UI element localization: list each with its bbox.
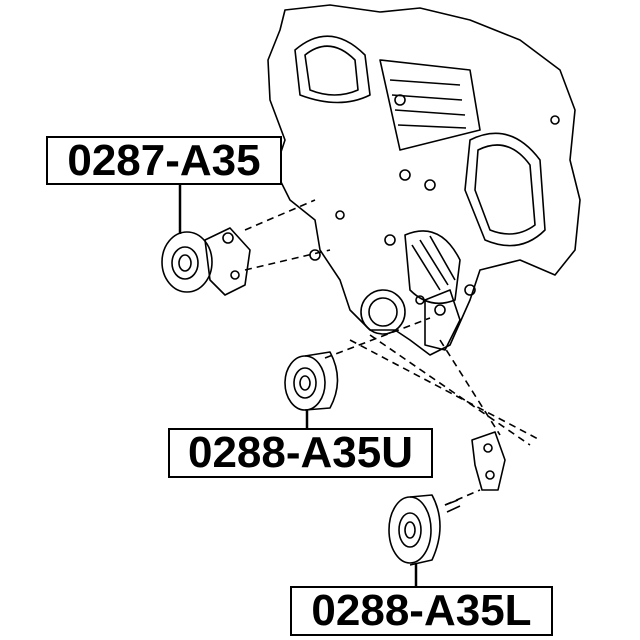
assembly-lines xyxy=(244,199,541,506)
leader-lines xyxy=(178,185,418,586)
part-label-tensioner: 0287-A35 xyxy=(46,136,282,185)
engine-cover xyxy=(267,4,581,356)
idler-bracket xyxy=(424,289,461,351)
tensioner-assembly xyxy=(161,227,251,296)
part-label-idler-lower: 0288-A35L xyxy=(290,586,553,636)
part-label-idler-upper: 0288-A35U xyxy=(168,428,433,478)
lower-bracket xyxy=(471,431,506,491)
upper-idler-pulley xyxy=(284,351,339,411)
lower-idler-pulley xyxy=(388,494,461,566)
